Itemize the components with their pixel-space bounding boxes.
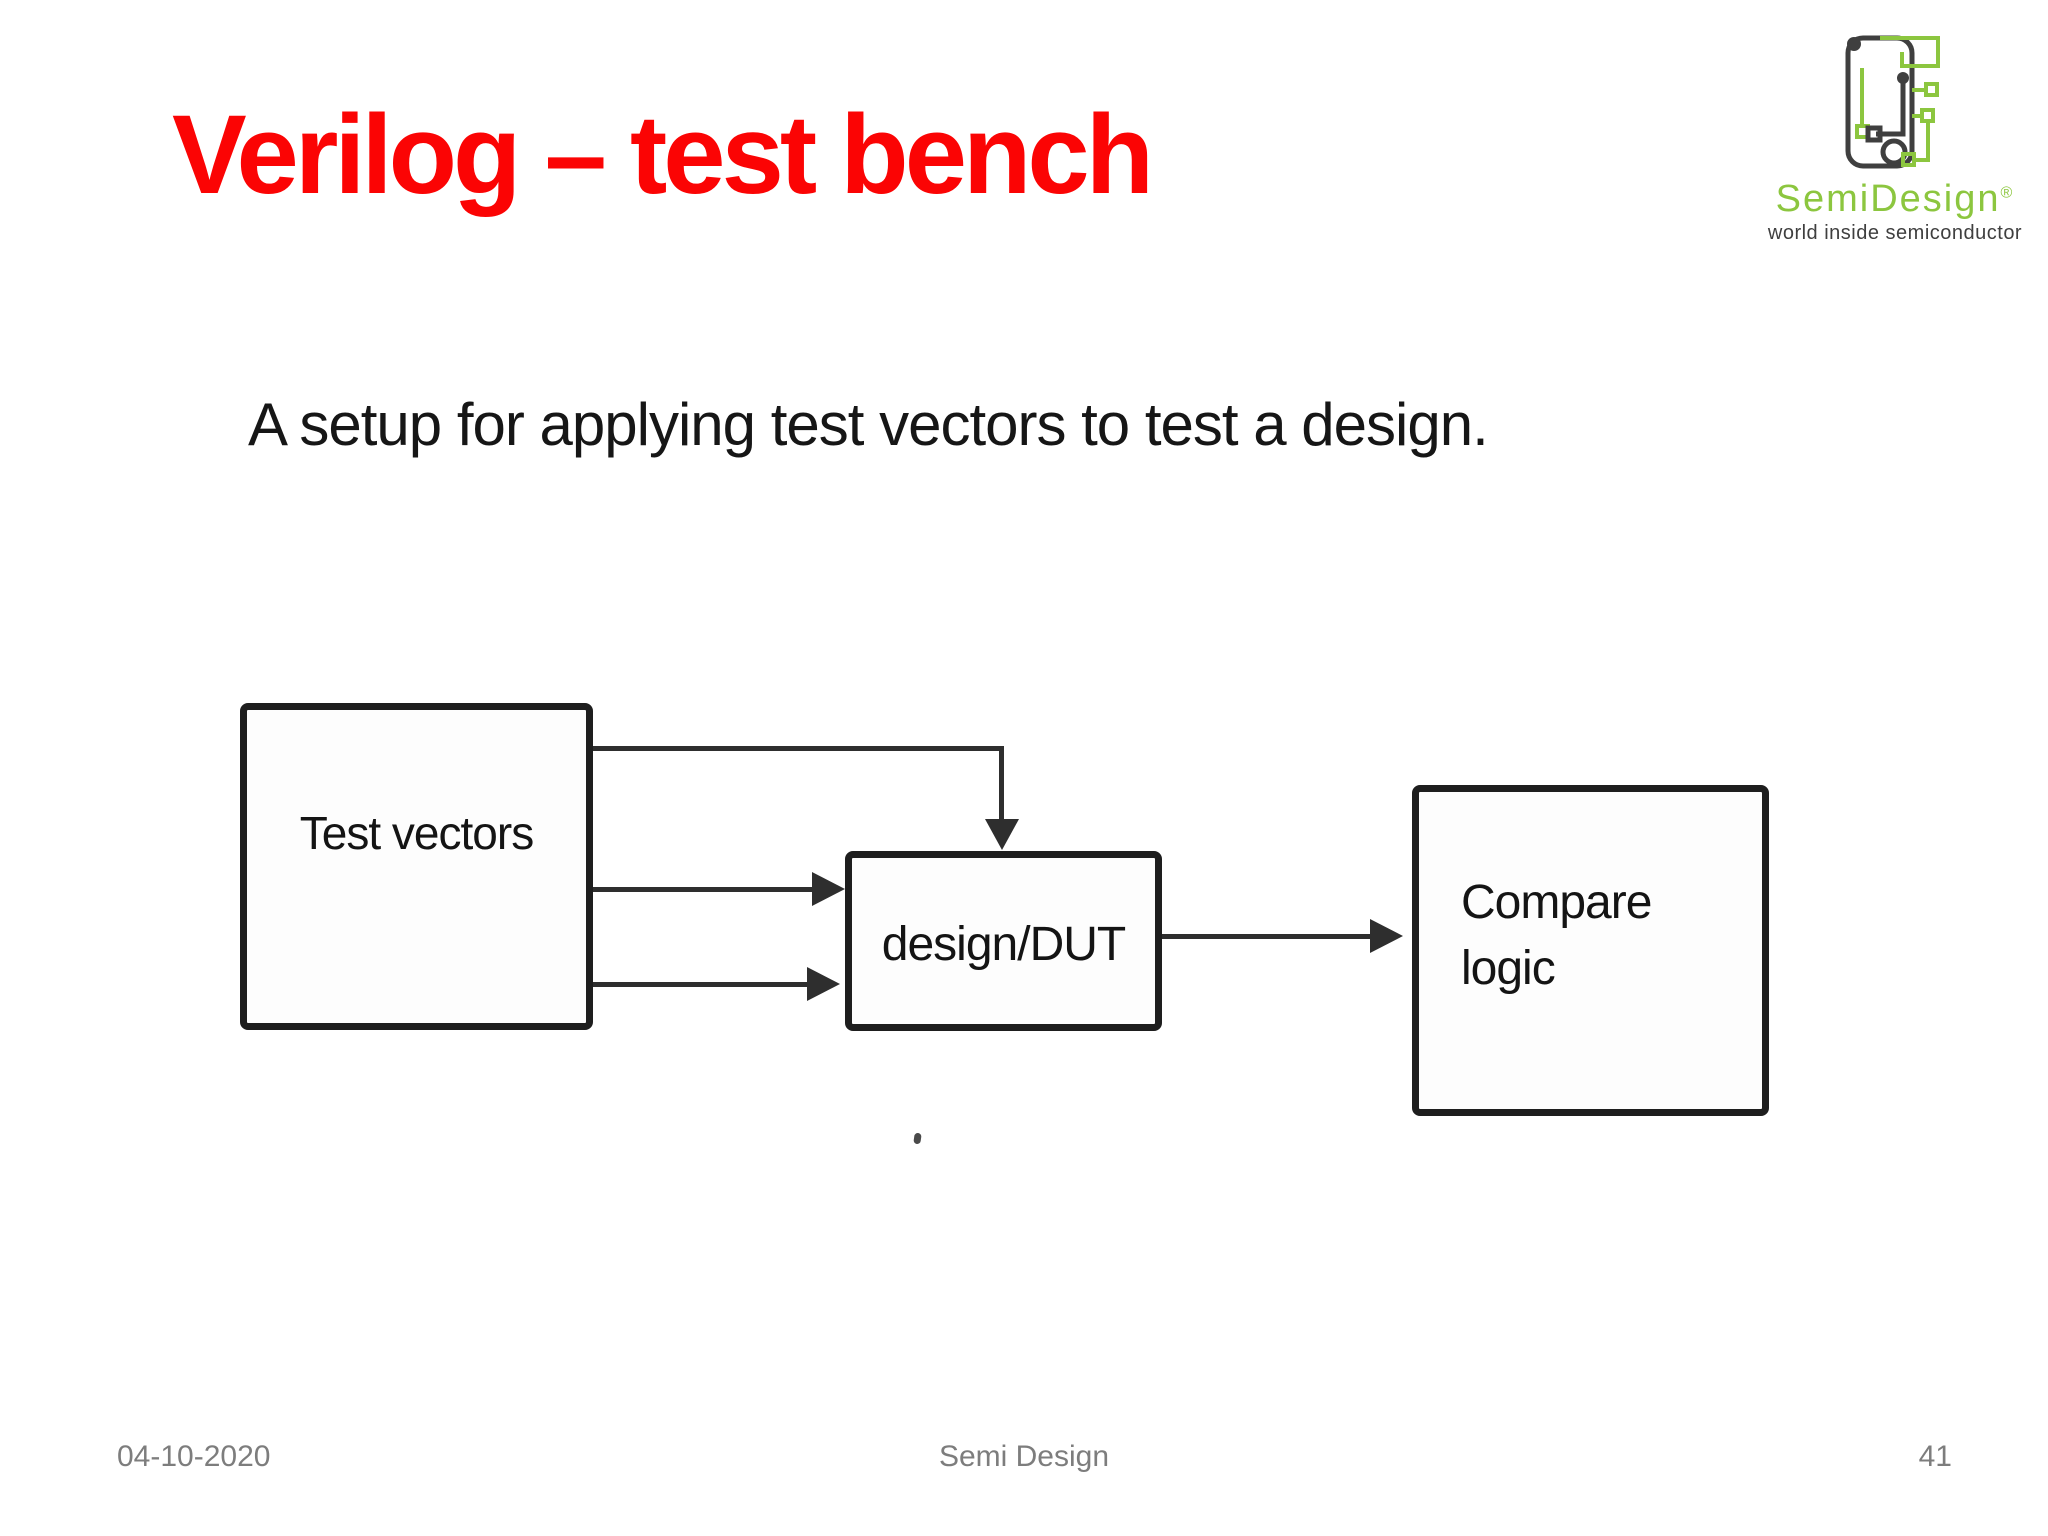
page-title: Verilog – test bench <box>172 92 1154 217</box>
slide-body-text: A setup for applying test vectors to tes… <box>248 391 1489 458</box>
logo-brand-name: SemiDesign <box>1775 178 2001 220</box>
logo-brand-text: SemiDesign® <box>1742 180 2048 218</box>
compare-logic-box: Compare logic <box>1412 785 1769 1116</box>
compare-logic-label: Compare logic <box>1461 870 1762 1002</box>
test-vectors-label: Test vectors <box>299 807 534 859</box>
arrowhead-bottom-icon <box>807 967 840 1001</box>
arrowhead-down-icon <box>985 819 1019 850</box>
arrowhead-output-icon <box>1370 919 1403 953</box>
footer-company: Semi Design <box>938 1440 1110 1473</box>
test-vectors-box: Test vectors <box>240 703 593 1030</box>
compare-logic-line1: Compare <box>1461 876 1652 929</box>
stray-mark <box>913 1132 922 1145</box>
arrowhead-middle-icon <box>812 872 845 906</box>
design-dut-box: design/DUT <box>845 851 1162 1031</box>
connector-bottom <box>593 982 810 987</box>
footer-page-number: 41 <box>1918 1440 1952 1473</box>
compare-logic-line2: logic <box>1461 942 1556 996</box>
logo-tagline: world inside semiconductor <box>1767 222 2023 244</box>
connector-output <box>1162 934 1372 939</box>
connector-top-vertical <box>999 746 1004 822</box>
semidesign-logo: SemiDesign® world inside semiconductor <box>1742 30 2048 245</box>
connector-middle <box>593 887 815 892</box>
circuit-phone-icon <box>1845 35 1940 169</box>
connector-top-horizontal <box>593 746 1004 751</box>
registered-mark-icon: ® <box>2000 184 2015 202</box>
design-dut-label: design/DUT <box>881 917 1126 971</box>
footer-date: 04-10-2020 <box>117 1440 271 1473</box>
